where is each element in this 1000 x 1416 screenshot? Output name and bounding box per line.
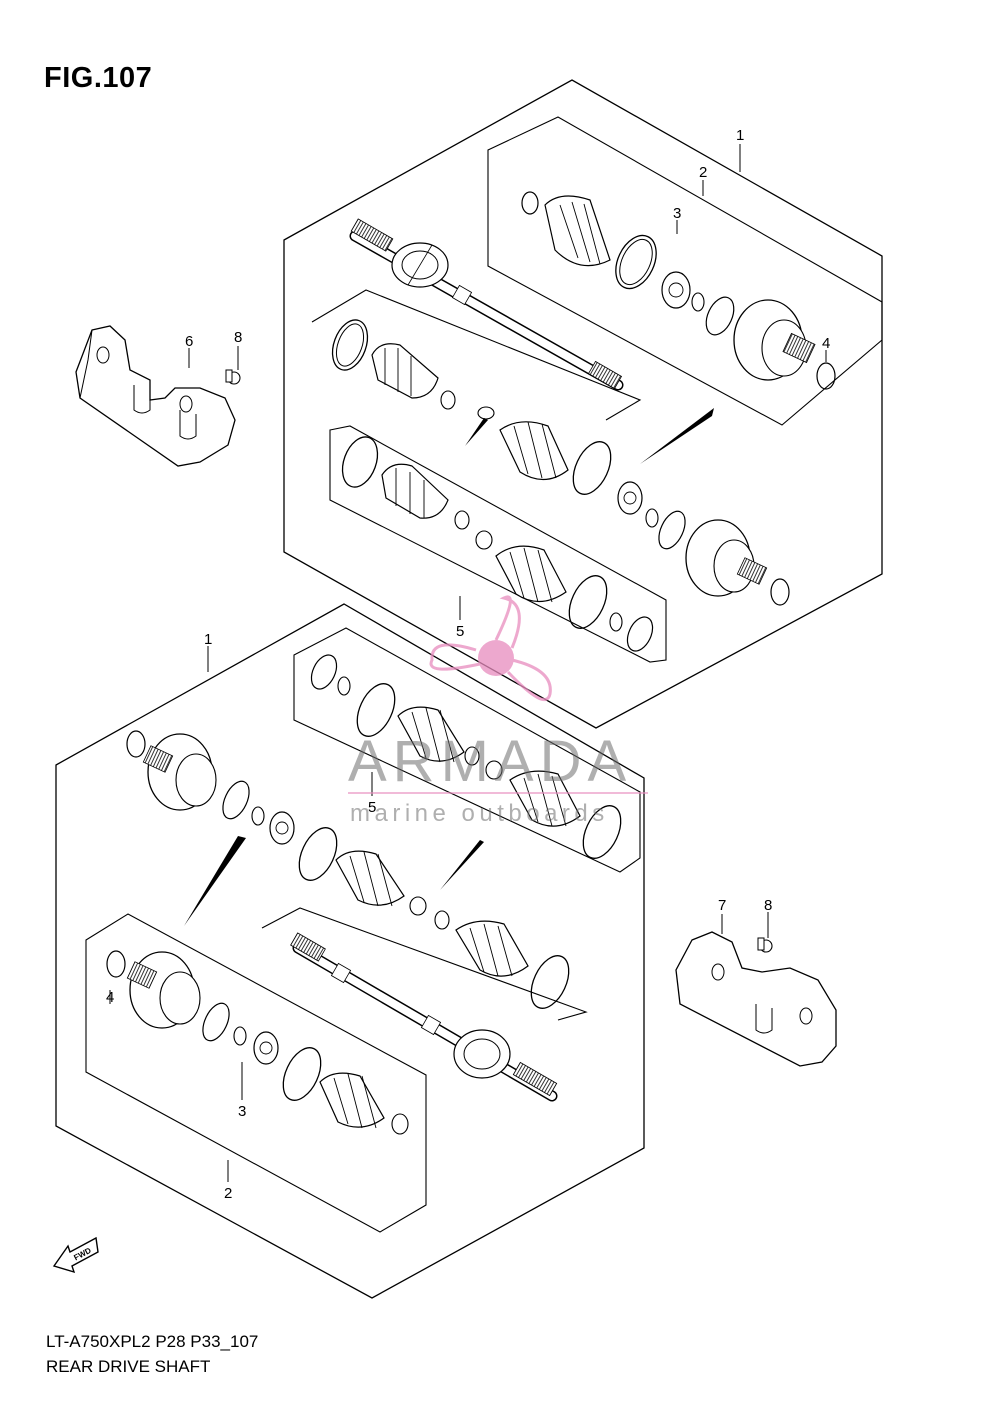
- left-guard-plate: [75, 325, 236, 467]
- lower-wedge-a: [184, 836, 246, 926]
- upper-assembly-frame: [283, 79, 883, 729]
- callout-lower-assembly: 1: [204, 631, 212, 648]
- lower-inner-boot-box: [293, 627, 641, 873]
- lower-shaft-bracket: [261, 907, 588, 1021]
- callout-right-guard-bolt: 8: [764, 897, 772, 914]
- upper-inner-boot-box: [329, 425, 667, 663]
- upper-assembly: [188, 79, 883, 729]
- callout-numbers: 1 2 3 4 5 6 8 1 5 2 3 4 7 8: [106, 127, 830, 1202]
- upper-drive-shaft: [349, 218, 624, 391]
- callout-left-guard: 6: [185, 333, 193, 350]
- upper-shaft-bracket: [311, 289, 642, 421]
- callout-upper-assembly: 1: [736, 127, 744, 144]
- watermark-divider: [348, 792, 648, 794]
- lower-drive-shaft: [290, 932, 558, 1102]
- callout-left-guard-bolt: 8: [234, 329, 242, 346]
- figure-model-code: LT-A750XPL2 P28 P33_107: [46, 1332, 259, 1351]
- lower-assembly-frame: [55, 603, 645, 1299]
- lower-outer-joint-parts: [106, 950, 409, 1135]
- callout-upper-circlip: 4: [822, 335, 830, 352]
- lower-outer-joint-box: [85, 913, 427, 1233]
- upper-outer-joint-box: [487, 116, 883, 426]
- watermark-tagline: marine outboards: [350, 800, 609, 827]
- lower-inner-parts: [126, 654, 622, 1009]
- left-guard-bolt: [225, 369, 241, 385]
- upper-inner-boot-parts: [331, 319, 790, 652]
- callout-upper-boot-set: 3: [673, 205, 681, 222]
- lower-assembly: [55, 603, 769, 1299]
- callout-lower-circlip: 4: [106, 989, 114, 1006]
- callout-right-guard: 7: [718, 897, 726, 914]
- watermark-brand: ARMADA: [348, 729, 633, 794]
- figure-name: REAR DRIVE SHAFT: [46, 1357, 211, 1376]
- callout-upper-inner-boot-set: 5: [456, 623, 464, 640]
- figure-title: FIG.107: [44, 62, 153, 94]
- lower-wedge-b: [440, 840, 484, 890]
- callout-lower-boot-set: 3: [238, 1103, 246, 1120]
- right-guard-bolt: [757, 937, 773, 953]
- upper-outer-joint-parts: [521, 191, 836, 390]
- right-guard-plate: [675, 931, 837, 1067]
- callout-upper-outer-joint-set: 2: [699, 164, 707, 181]
- upper-wedge-b: [465, 418, 488, 446]
- callout-lower-inner-boot-set: 5: [368, 799, 376, 816]
- callout-lower-outer-joint-set: 2: [224, 1185, 232, 1202]
- upper-leader-lines: [188, 144, 827, 620]
- watermark-propeller-logo: [429, 595, 552, 702]
- fwd-arrow-icon: FWD: [52, 1236, 99, 1274]
- upper-wedge-a: [640, 408, 714, 464]
